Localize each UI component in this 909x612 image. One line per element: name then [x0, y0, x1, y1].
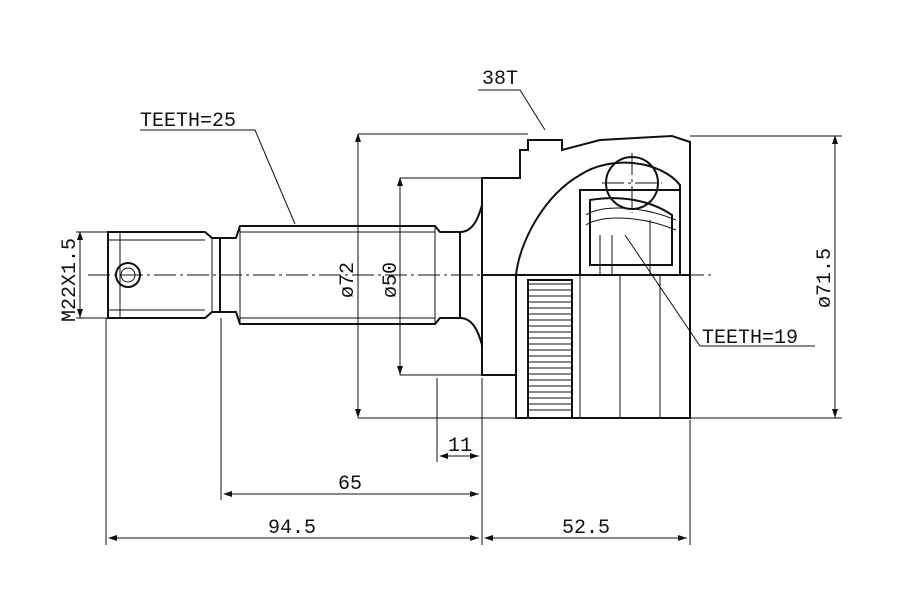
label-dia-50: ø50: [380, 262, 403, 298]
dia-dimensions: [76, 133, 842, 419]
label-dia-715: ø71.5: [814, 248, 837, 308]
label-dia-72: ø72: [337, 262, 360, 298]
label-38t: 38T: [482, 68, 518, 91]
length-dimensions: [105, 318, 691, 545]
leader-lines: [140, 89, 815, 347]
label-teeth-25: TEETH=25: [140, 110, 236, 133]
label-len-525: 52.5: [562, 517, 610, 540]
cotter-pin-hole: [115, 262, 141, 288]
abs-ring: [527, 279, 573, 419]
label-teeth-19: TEETH=19: [702, 327, 798, 350]
label-len-11: 11: [448, 435, 472, 458]
bell-housing: [481, 134, 691, 419]
label-len-945: 94.5: [268, 517, 316, 540]
inner-race: [579, 153, 681, 276]
label-thread: M22X1.5: [59, 238, 82, 322]
label-len-65: 65: [338, 473, 362, 496]
